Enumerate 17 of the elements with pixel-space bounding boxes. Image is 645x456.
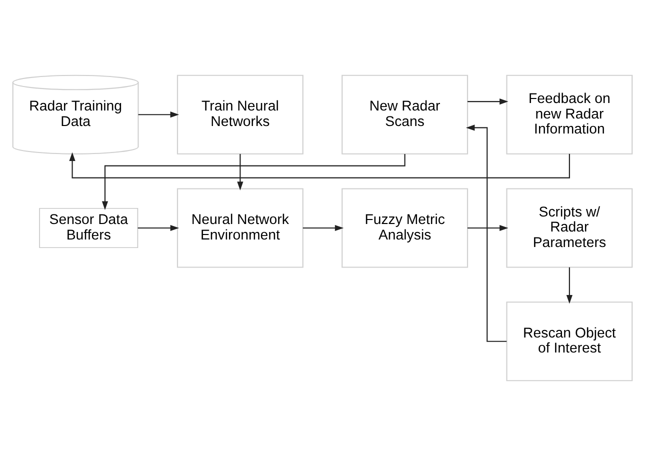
arrow [468,224,508,232]
arrow [468,98,508,105]
node-box: Neural Network Environment [176,188,304,268]
arrow [566,267,572,304]
node-box: Rescan Object of Interest [506,302,633,382]
node-box: Train Neural Networks [176,74,304,154]
node-box: Fuzzy Metric Analysis [342,188,468,268]
arrow [138,224,180,232]
arrow [302,224,344,232]
arrow [138,112,180,118]
node-box: New Radar Scans [342,74,468,154]
node-box: Sensor Data Buffers [39,208,138,248]
arrow [69,152,570,178]
arrow [237,154,244,190]
node-box: Feedback on new Radar Information [506,74,633,154]
node-box: Scripts w/ Radar Parameters [506,188,633,268]
arrow [466,124,507,342]
